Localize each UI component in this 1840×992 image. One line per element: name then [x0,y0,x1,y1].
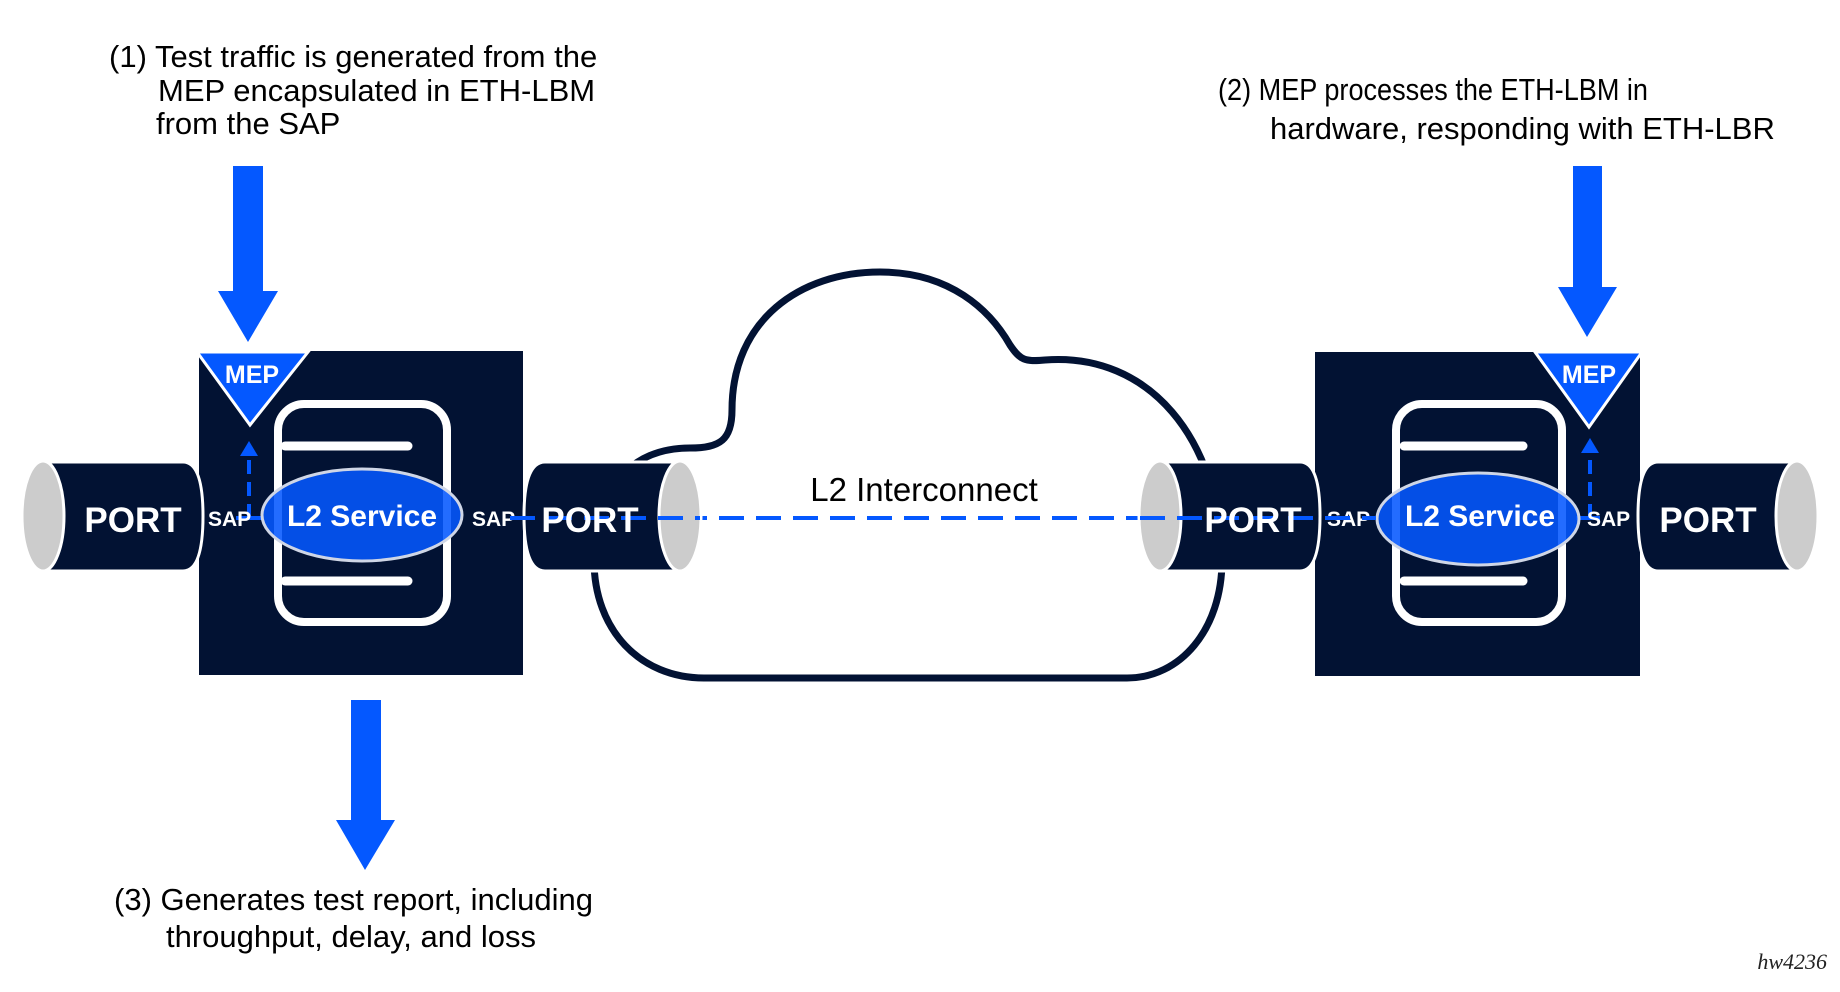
step3-arrow-icon [336,700,395,870]
right-node: L2 Service MEP SAP SAP [1315,350,1645,676]
right-outer-port-label: PORT [1659,501,1756,540]
left-inner-port: PORT [510,459,703,573]
right-outer-port-end [1774,459,1820,573]
step3-caption-line2: throughput, delay, and loss [166,919,536,954]
right-mep-label: MEP [1562,361,1616,389]
right-outer-port-body [1636,460,1799,573]
step2-caption-line2: hardware, responding with ETH-LBR [1270,111,1775,146]
left-mep-icon [194,350,312,428]
left-outer-port: PORT [20,459,205,573]
step1-caption-line1: (1) Test traffic is generated from the [109,39,597,74]
step1-arrow-icon [218,166,278,342]
left-outer-port-label: PORT [84,501,181,540]
right-sap-to-mep-arrowhead-icon [1581,438,1599,453]
left-inner-port-label: PORT [541,501,638,540]
right-mep-icon [1532,350,1645,430]
step2-arrow-icon [1558,166,1617,337]
left-l2-service [260,467,464,563]
left-outer-port-end [20,459,66,573]
step3-caption-line1: (3) Generates test report, including [114,882,593,917]
right-l2-service-label: L2 Service [1405,500,1555,533]
left-mep-label: MEP [225,361,279,389]
right-inner-port: PORT [1137,459,1376,573]
left-sap-to-mep-arrowhead-icon [240,441,258,456]
left-outer-port-body [41,460,205,573]
right-inner-port-body [1158,460,1322,573]
left-sap-inner-label: SAP [472,508,515,531]
left-l2-service-label: L2 Service [287,500,437,533]
right-inner-port-label: PORT [1204,501,1301,540]
right-l2-service [1375,471,1581,567]
network-label: L2 Interconnect [810,471,1038,508]
figure-id: hw4236 [1757,949,1827,974]
step2-caption-line1: (2) MEP processes the ETH-LBM in [1218,72,1648,107]
right-sap-outer-label: SAP [1587,508,1630,531]
left-node: L2 Service MEP SAP SAP [194,350,523,675]
left-sap-outer-label: SAP [208,508,251,531]
right-outer-port: PORT [1636,459,1820,573]
step1-caption-line3: from the SAP [156,106,340,141]
step1-caption-line2: MEP encapsulated in ETH-LBM [158,73,595,108]
